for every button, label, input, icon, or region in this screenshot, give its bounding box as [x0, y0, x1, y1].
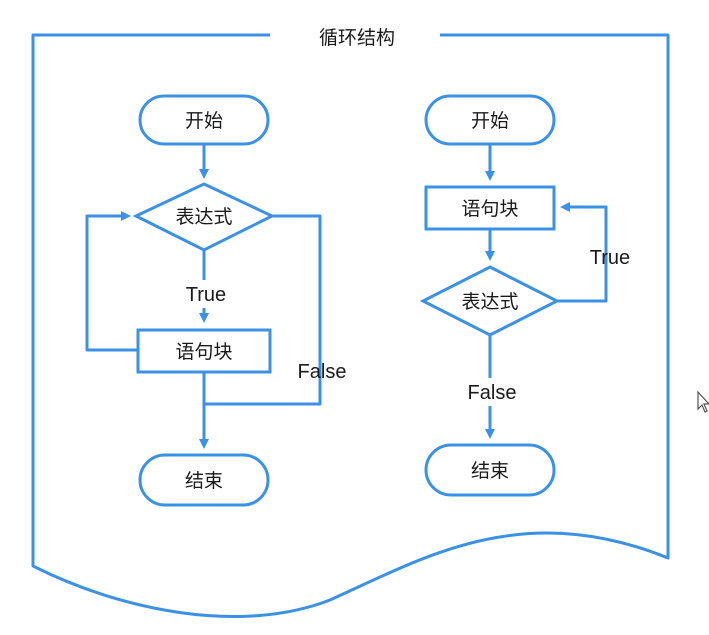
left-edge-false-path [204, 214, 322, 406]
left-false-label: False [298, 361, 347, 383]
right-body-label: 语句块 [461, 198, 518, 220]
left-true-label-bg [178, 280, 234, 308]
right-edge-loop-back [557, 202, 608, 303]
right-false-label: False [468, 382, 517, 404]
left-body-node [136, 328, 272, 374]
frame-title: 循环结构 [319, 27, 395, 49]
document-frame [31, 33, 670, 619]
mouse-pointer-icon [697, 390, 709, 413]
left-start-label: 开始 [185, 110, 223, 132]
right-end-label: 结束 [471, 460, 509, 482]
right-body-node [424, 185, 556, 231]
right-false-label-bg [462, 378, 520, 406]
right-start-label: 开始 [471, 110, 509, 132]
left-condition-label: 表达式 [175, 206, 232, 228]
right-condition-label: 表达式 [461, 291, 518, 313]
left-body-label: 语句块 [175, 341, 232, 363]
right-end-node [424, 443, 556, 497]
left-end-node [138, 453, 270, 507]
left-end-label: 结束 [185, 470, 223, 492]
left-true-label: True [186, 284, 226, 306]
right-true-label: True [590, 247, 630, 269]
left-edge-loop-back [85, 211, 138, 352]
